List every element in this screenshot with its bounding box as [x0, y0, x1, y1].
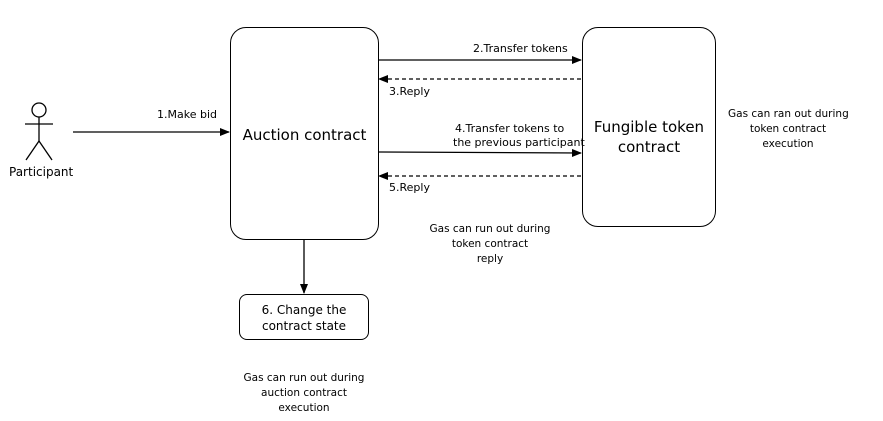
note-token-reply-line3: reply — [476, 253, 504, 265]
token-contract-label-line2: contract — [617, 138, 681, 156]
transfer-previous-label-line2: the previous participant — [453, 136, 585, 149]
note-auction-execution-line3: execution — [278, 402, 330, 414]
participant-icon — [25, 102, 53, 161]
note-token-reply: Gas can run out during token contract re… — [426, 222, 554, 267]
auction-contract-label: Auction contract — [242, 126, 367, 144]
auction-contract-box: Auction contract — [230, 27, 379, 240]
transfer-previous-label-line1: 4.Transfer tokens to — [455, 122, 565, 135]
change-state-label-line2: contract state — [261, 319, 347, 333]
note-token-reply-line2: token contract — [451, 238, 529, 250]
make-bid-label: 1.Make bid — [157, 108, 217, 121]
participant-label: Participant — [9, 165, 74, 179]
note-auction-execution-line1: Gas can run out during — [243, 372, 365, 384]
note-token-execution-line2: token contract — [749, 123, 827, 135]
transfer-tokens-label: 2.Transfer tokens — [473, 42, 568, 55]
token-contract-label-line1: Fungible token — [593, 118, 705, 136]
token-contract-box: Fungible token contract — [582, 27, 716, 227]
note-token-execution-line3: execution — [762, 138, 814, 150]
reply-2-label: 5.Reply — [389, 181, 430, 194]
transfer-previous-arrow — [378, 148, 582, 157]
change-state-box: 6. Change the contract state — [239, 294, 369, 340]
reply-1-label: 3.Reply — [389, 85, 430, 98]
note-auction-execution: Gas can run out during auction contract … — [240, 371, 368, 416]
change-state-label-line1: 6. Change the — [261, 303, 347, 317]
note-auction-execution-line2: auction contract — [261, 387, 347, 399]
note-token-execution-line1: Gas can ran out during — [728, 108, 849, 120]
note-token-execution: Gas can ran out during token contract ex… — [728, 107, 849, 152]
note-token-reply-line1: Gas can run out during — [429, 223, 551, 235]
